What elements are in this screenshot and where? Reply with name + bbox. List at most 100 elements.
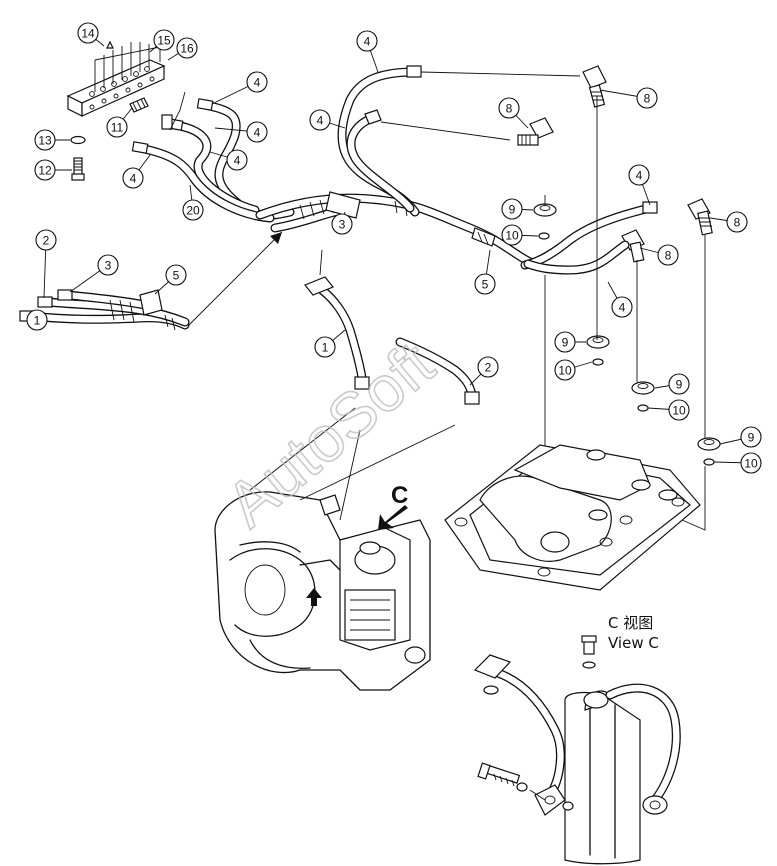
callout-label: 9 <box>509 203 516 217</box>
callout-2: 2 <box>469 356 499 386</box>
callout-label: 4 <box>254 76 261 90</box>
washer-10-b <box>592 358 604 366</box>
callout-5: 5 <box>154 264 187 295</box>
callout-label: 4 <box>317 114 324 128</box>
banjo-fitting-8-right <box>687 198 713 236</box>
callout-label: 4 <box>234 154 241 168</box>
callout-4: 4 <box>122 154 151 189</box>
callout-15: 15 <box>149 29 175 53</box>
callout-label: 10 <box>558 364 572 378</box>
callout-label: 10 <box>505 229 519 243</box>
callout-label: 4 <box>254 126 261 140</box>
callout-label: 8 <box>644 92 651 106</box>
callout-8: 8 <box>599 87 658 109</box>
callout-9: 9 <box>654 373 690 395</box>
cylinder-head-cover <box>444 444 701 591</box>
view-c-arrow <box>378 505 408 530</box>
nut-9-c <box>631 381 655 395</box>
fuel-pipe-4-upper <box>337 65 581 217</box>
callout-label: 11 <box>111 121 124 135</box>
fuel-pipes-lower-left <box>19 289 190 331</box>
washer-10-a <box>538 232 550 240</box>
callout-4: 4 <box>211 71 268 105</box>
view-c-detail <box>473 635 681 865</box>
callout-label: 20 <box>186 204 200 218</box>
nut-9-a <box>533 203 557 217</box>
nut-9-d <box>697 437 721 451</box>
arrow-line <box>187 231 283 327</box>
callout-10: 10 <box>554 359 593 381</box>
callout-label: 8 <box>665 249 672 263</box>
view-c-marker: C <box>391 482 408 509</box>
callout-label: 9 <box>562 336 569 350</box>
callout-label: 4 <box>364 35 371 49</box>
callout-label: 2 <box>43 234 50 248</box>
callout-label: 13 <box>38 134 52 148</box>
callout-label: 4 <box>130 172 137 186</box>
callout-label: 5 <box>173 269 180 283</box>
callout-11: 11 <box>106 107 133 138</box>
small-arrow <box>306 588 322 606</box>
callout-label: 3 <box>105 259 112 273</box>
fuel-pipe-1-center <box>304 249 370 390</box>
callout-label: 1 <box>34 314 41 328</box>
callout-label: 1 <box>322 341 329 355</box>
callout-13: 13 <box>34 129 70 151</box>
view-label-cn: C 视图 <box>608 614 653 632</box>
callout-label: 2 <box>485 361 492 375</box>
callout-4: 4 <box>607 281 633 318</box>
fuel-pipe-2-center <box>395 337 480 405</box>
callout-label: 10 <box>672 404 686 418</box>
callout-5: 5 <box>474 249 496 295</box>
fuel-pipes-4-left <box>131 91 295 223</box>
callout-label: 9 <box>748 431 755 445</box>
callout-label: 4 <box>619 301 626 315</box>
callout-2: 2 <box>35 229 57 299</box>
callout-label: 12 <box>38 164 52 178</box>
callout-3: 3 <box>331 211 353 235</box>
banjo-fitting-8-mid <box>517 117 554 146</box>
callout-10: 10 <box>713 452 762 474</box>
callout-10: 10 <box>647 399 690 421</box>
callout-8: 8 <box>709 211 748 233</box>
callout-label: 15 <box>157 34 171 48</box>
callout-label: 8 <box>506 102 513 116</box>
callout-label: 5 <box>482 278 489 292</box>
callout-14: 14 <box>77 22 105 47</box>
callout-label: 9 <box>676 378 683 392</box>
callout-16: 16 <box>167 37 198 61</box>
callout-3: 3 <box>69 254 119 293</box>
callout-4: 4 <box>356 30 379 73</box>
callout-4: 4 <box>209 149 248 171</box>
callout-12: 12 <box>34 159 72 181</box>
washer-10-c <box>637 404 649 412</box>
nut-9-b <box>586 335 610 349</box>
callout-9: 9 <box>554 331 586 353</box>
callout-1: 1 <box>314 329 346 358</box>
callout-9: 9 <box>501 198 534 220</box>
callout-4: 4 <box>214 121 268 143</box>
view-label-en: View C <box>608 634 659 652</box>
callout-4: 4 <box>309 109 346 131</box>
callout-4: 4 <box>628 164 651 206</box>
junction-block <box>66 40 166 117</box>
banjo-fitting-8-top <box>582 65 607 108</box>
callout-label: 16 <box>180 42 194 56</box>
fuel-pipe-4-right <box>520 201 658 275</box>
callout-label: 14 <box>81 27 95 41</box>
connector-fitting-11 <box>129 97 149 113</box>
callout-10: 10 <box>501 224 539 246</box>
arrow-head <box>270 232 282 244</box>
callout-9: 9 <box>719 426 762 448</box>
callout-1: 1 <box>26 309 48 331</box>
washer-10-d <box>703 458 715 466</box>
callout-label: 8 <box>734 216 741 230</box>
callout-label: 10 <box>744 457 758 471</box>
callout-label: 3 <box>339 218 346 232</box>
callout-20: 20 <box>182 184 204 221</box>
callout-8: 8 <box>639 244 679 266</box>
washer-13 <box>70 135 86 145</box>
